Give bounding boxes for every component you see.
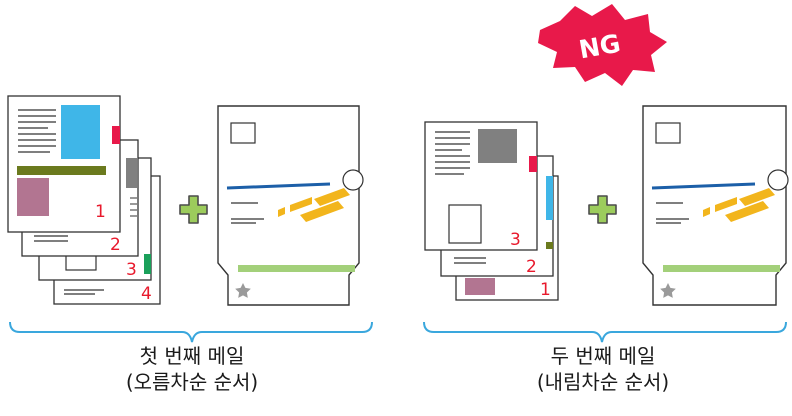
left-document-stack: 4 3 2 [7, 95, 161, 305]
right-caption-title: 두 번째 메일 [550, 344, 656, 368]
right-envelope [642, 105, 789, 306]
envelope-icon [642, 105, 787, 306]
star-icon [660, 283, 676, 298]
star-icon [235, 283, 251, 298]
left-page-number-3: 3 [126, 260, 137, 280]
plus-icon [179, 195, 208, 224]
ng-badge-burst [538, 4, 667, 86]
ng-label: NG [577, 29, 623, 65]
left-caption-title: 첫 번째 메일 [139, 344, 245, 368]
ng-badge: NG [538, 4, 667, 86]
right-page-number-1: 1 [540, 280, 551, 300]
left-page-number-1: 1 [95, 202, 106, 222]
left-page-number-4: 4 [141, 284, 152, 304]
envelope-icon [217, 105, 360, 306]
right-page-3: 3 [424, 121, 538, 251]
left-page-1: 1 [7, 95, 121, 233]
left-page-number-2: 2 [110, 235, 121, 255]
right-group-caption: 두 번째 메일 (내림차순 순서) [453, 343, 753, 395]
right-page-number-2: 2 [526, 257, 537, 277]
left-envelope [217, 105, 364, 306]
left-group-bracket [9, 321, 373, 343]
right-caption-subtitle: (내림차순 순서) [536, 370, 670, 394]
right-document-stack: 1 2 3 [424, 121, 559, 301]
right-group-bracket [423, 321, 787, 343]
left-caption-subtitle: (오름차순 순서) [125, 370, 259, 394]
right-page-number-3: 3 [510, 230, 521, 250]
left-group-caption: 첫 번째 메일 (오름차순 순서) [42, 343, 342, 395]
plus-icon [588, 195, 617, 224]
